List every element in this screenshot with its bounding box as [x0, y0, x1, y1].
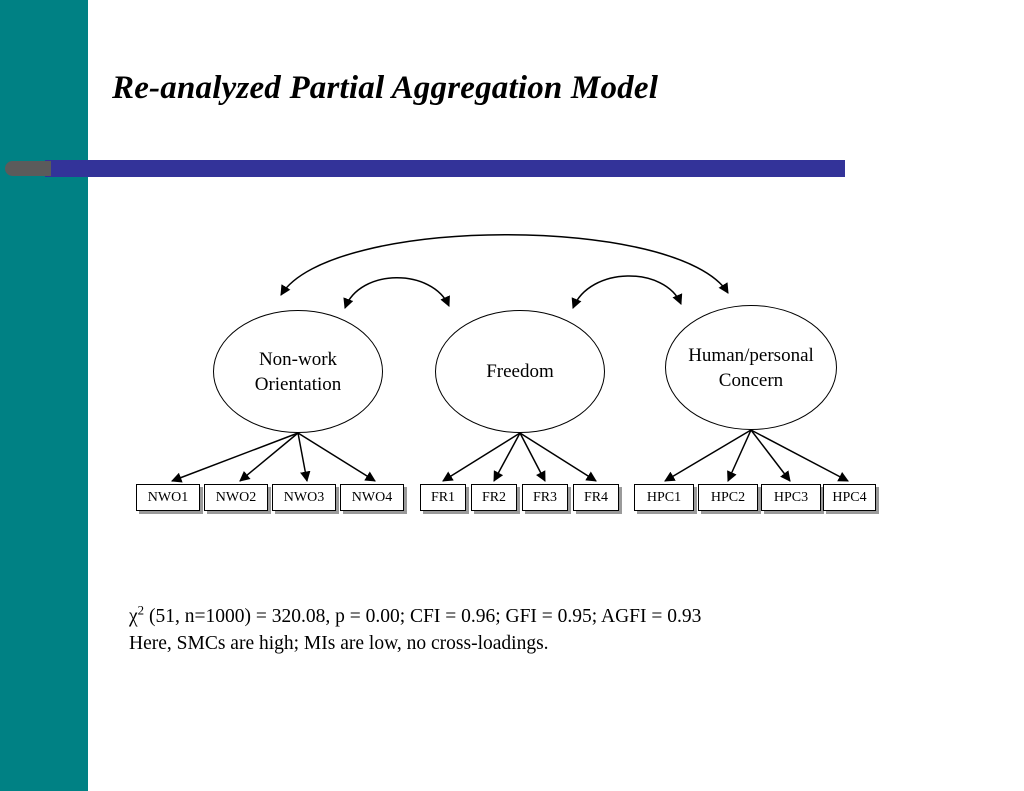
factor-label-hpc-line1: Human/personal — [688, 344, 814, 366]
chi-square-exponent: 2 — [137, 603, 145, 617]
indicator-label-fr1: FR1 — [430, 489, 456, 505]
indicator-label-nwo3: NWO3 — [283, 489, 325, 505]
covariance-arc-freedom-hpc — [571, 275, 683, 309]
indicator-label-nwo4: NWO4 — [351, 489, 393, 505]
factor-label-nonwork-line1: Non-work — [258, 348, 338, 370]
fit-statistics: χ2 (51, n=1000) = 320.08, p = 0.00; CFI … — [129, 597, 889, 657]
factor-label-freedom: Freedom — [486, 359, 554, 384]
loading-arrow-nwo3 — [297, 432, 311, 483]
indicator-box-hpc4[interactable]: HPC4 — [823, 484, 876, 511]
indicator-box-hpc1[interactable]: HPC1 — [634, 484, 694, 511]
loading-arrow-fr2 — [493, 432, 521, 482]
factor-label-hpc: Human/personal Concern — [688, 343, 814, 393]
loading-arrow-hpc4 — [750, 429, 849, 482]
indicator-label-fr4: FR4 — [583, 489, 609, 505]
factor-ellipse-freedom[interactable]: Freedom — [435, 310, 605, 433]
indicator-box-nwo2[interactable]: NWO2 — [204, 484, 268, 511]
indicator-label-fr3: FR3 — [532, 489, 558, 505]
factor-label-nonwork-line2: Orientation — [254, 373, 342, 395]
loading-arrow-fr4 — [519, 432, 597, 482]
indicator-label-hpc1: HPC1 — [646, 489, 682, 505]
indicator-box-nwo3[interactable]: NWO3 — [272, 484, 336, 511]
indicator-label-hpc3: HPC3 — [773, 489, 809, 505]
covariance-arc-nonwork-hpc — [280, 234, 729, 296]
loading-arrow-hpc1 — [664, 429, 752, 482]
title-accent-bar — [45, 160, 845, 177]
fit-statistics-line-1: χ2 (51, n=1000) = 320.08, p = 0.00; CFI … — [129, 603, 702, 627]
loading-arrow-fr1 — [442, 432, 521, 482]
loading-arrow-hpc2 — [727, 429, 752, 482]
factor-label-hpc-line2: Concern — [718, 369, 784, 391]
indicator-label-nwo1: NWO1 — [147, 489, 189, 505]
factor-label-nonwork: Non-work Orientation — [255, 347, 342, 397]
indicator-label-hpc4: HPC4 — [832, 489, 867, 505]
title-accent-cap — [5, 161, 51, 176]
indicator-box-hpc2[interactable]: HPC2 — [698, 484, 758, 511]
loading-arrow-fr3 — [519, 432, 546, 482]
indicator-box-nwo4[interactable]: NWO4 — [340, 484, 404, 511]
sidebar-color-band — [0, 0, 88, 791]
loading-arrow-nwo4 — [297, 432, 376, 482]
indicator-box-fr4[interactable]: FR4 — [573, 484, 619, 511]
indicator-label-nwo2: NWO2 — [215, 489, 257, 505]
indicator-box-fr3[interactable]: FR3 — [522, 484, 568, 511]
indicator-box-hpc3[interactable]: HPC3 — [761, 484, 821, 511]
loading-arrow-nwo1 — [171, 432, 299, 483]
factor-label-freedom-line1: Freedom — [486, 361, 554, 382]
chi-square-symbol: χ — [129, 605, 138, 627]
factor-ellipse-nonwork[interactable]: Non-work Orientation — [213, 310, 383, 433]
loading-arrow-nwo2 — [239, 432, 299, 482]
indicator-label-hpc2: HPC2 — [710, 489, 746, 505]
page-title: Re-analyzed Partial Aggregation Model — [112, 70, 659, 106]
indicator-box-fr2[interactable]: FR2 — [471, 484, 517, 511]
fit-statistics-values: (51, n=1000) = 320.08, p = 0.00; CFI = 0… — [144, 605, 702, 627]
covariance-arc-nonwork-freedom — [343, 277, 450, 309]
factor-ellipse-human-personal-concern[interactable]: Human/personal Concern — [665, 305, 837, 430]
indicator-box-nwo1[interactable]: NWO1 — [136, 484, 200, 511]
loading-arrow-hpc3 — [750, 429, 791, 482]
indicator-box-fr1[interactable]: FR1 — [420, 484, 466, 511]
indicator-label-fr2: FR2 — [481, 489, 507, 505]
fit-statistics-line-2: Here, SMCs are high; MIs are low, no cro… — [129, 632, 549, 654]
